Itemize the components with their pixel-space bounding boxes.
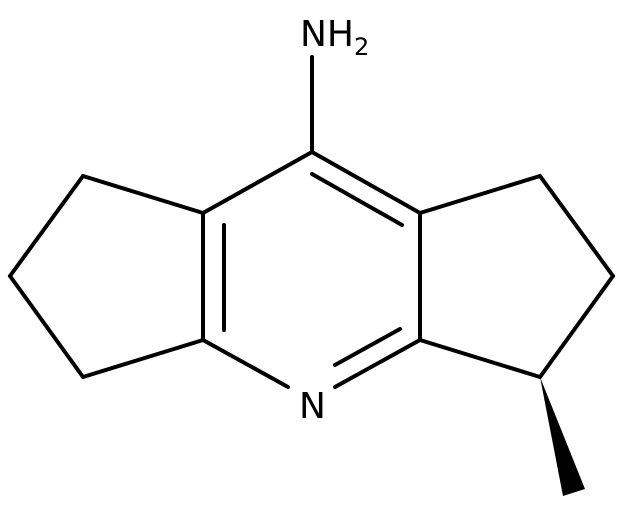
bond-c8a-n — [201, 338, 290, 389]
ring-nitrogen-label: N — [299, 386, 326, 427]
bond-right-4 — [418, 338, 542, 379]
bond-c4-c5a-double — [310, 172, 404, 227]
amine-label: NH2 — [300, 14, 369, 61]
bond-left-1 — [81, 174, 205, 215]
bond-left-4 — [81, 338, 205, 379]
bond-left-2 — [8, 174, 85, 278]
bond-right-3 — [538, 274, 615, 379]
bond-c4-c5a — [310, 150, 422, 215]
bond-left-3 — [8, 274, 85, 379]
wedge-bond-methyl — [540, 377, 585, 496]
bond-c4-c4a — [201, 150, 314, 215]
bond-right-2 — [538, 174, 615, 278]
bond-right-1 — [418, 174, 542, 215]
bond-n-c1a — [333, 338, 422, 389]
bond-n-c1a-double — [333, 327, 402, 367]
